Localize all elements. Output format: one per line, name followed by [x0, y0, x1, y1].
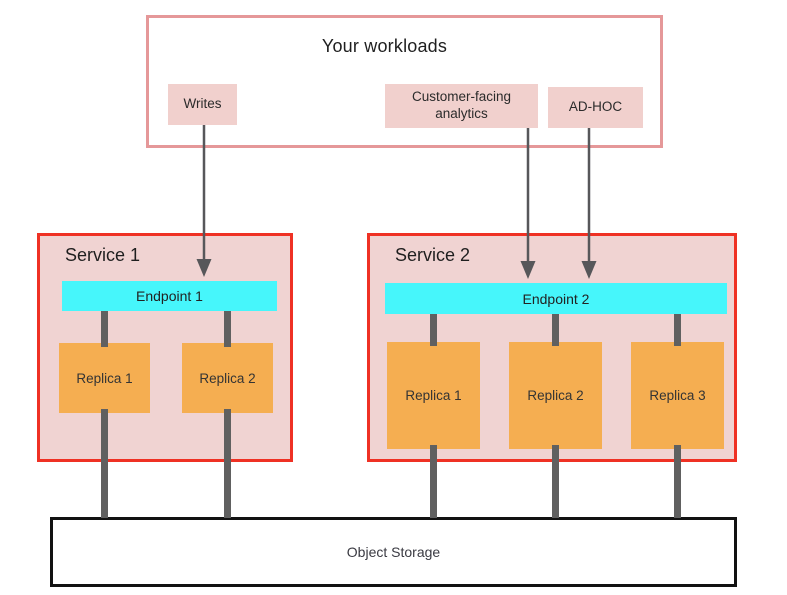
service-2-container: Service 2 Endpoint 2 Replica 1 Replica 2… [367, 233, 737, 462]
service-1-title: Service 1 [65, 245, 141, 265]
workloads-title: Your workloads [321, 36, 448, 56]
object-storage-box: Object Storage [50, 517, 737, 587]
workloads-container: Your workloads Writes Customer-facing an… [146, 15, 663, 148]
service-2-replica-2: Replica 2 [509, 342, 602, 449]
service-1-replica-2: Replica 2 [182, 343, 273, 413]
workload-writes: Writes [168, 84, 237, 125]
endpoint-1: Endpoint 1 [62, 281, 277, 311]
service-1-container: Service 1 Endpoint 1 Replica 1 Replica 2 [37, 233, 293, 462]
workload-ad-hoc: AD-HOC [548, 87, 643, 128]
service-2-replica-3: Replica 3 [631, 342, 724, 449]
endpoint-2: Endpoint 2 [385, 283, 727, 314]
service-2-title: Service 2 [395, 245, 471, 265]
object-storage-label: Object Storage [346, 544, 441, 560]
service-1-replica-1: Replica 1 [59, 343, 150, 413]
workload-customer-facing-analytics: Customer-facing analytics [385, 84, 538, 128]
service-2-replica-1: Replica 1 [387, 342, 480, 449]
